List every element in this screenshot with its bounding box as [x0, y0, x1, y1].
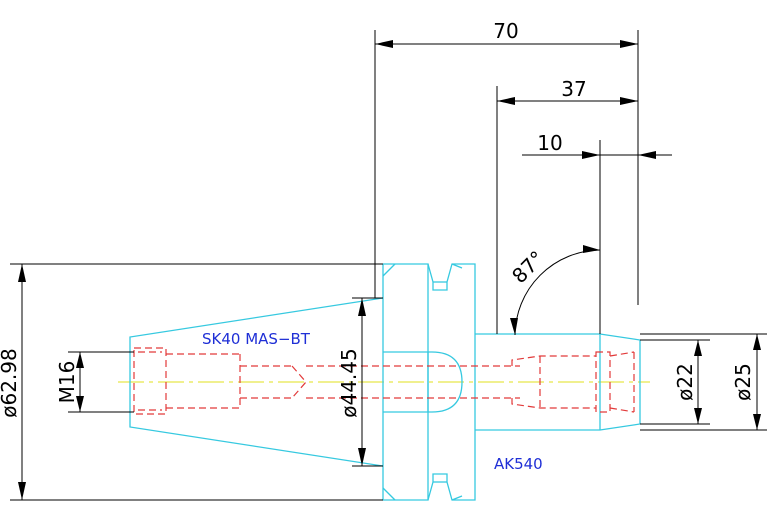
- dim-angle-label: 87°: [507, 246, 549, 288]
- drive-slot: [383, 351, 463, 413]
- dim-flange-diameter-label: ø62.98: [0, 348, 21, 418]
- dimension-lines: [10, 30, 767, 501]
- toolholder-outline: [129, 263, 641, 501]
- collet-type-label: AK540: [494, 455, 543, 473]
- dim-70-label: 70: [493, 19, 518, 43]
- shank-type-label: SK40 MAS−BT: [202, 330, 311, 348]
- dim-37-label: 37: [561, 77, 586, 101]
- collet-nose: [475, 333, 641, 431]
- hidden-lines: [133, 347, 635, 415]
- taper-shank: [129, 297, 384, 467]
- dim-10-label: 10: [537, 131, 562, 155]
- thread-bore: [133, 347, 167, 415]
- dim-22-label: ø22: [673, 363, 697, 401]
- dim-thread-label: M16: [55, 361, 79, 404]
- dim-25-label: ø25: [731, 363, 755, 401]
- v-groove: [427, 263, 476, 501]
- arrowheads: [18, 40, 761, 500]
- dim-taper-diameter-label: ø44.45: [337, 348, 361, 418]
- collet-seat: [595, 351, 611, 413]
